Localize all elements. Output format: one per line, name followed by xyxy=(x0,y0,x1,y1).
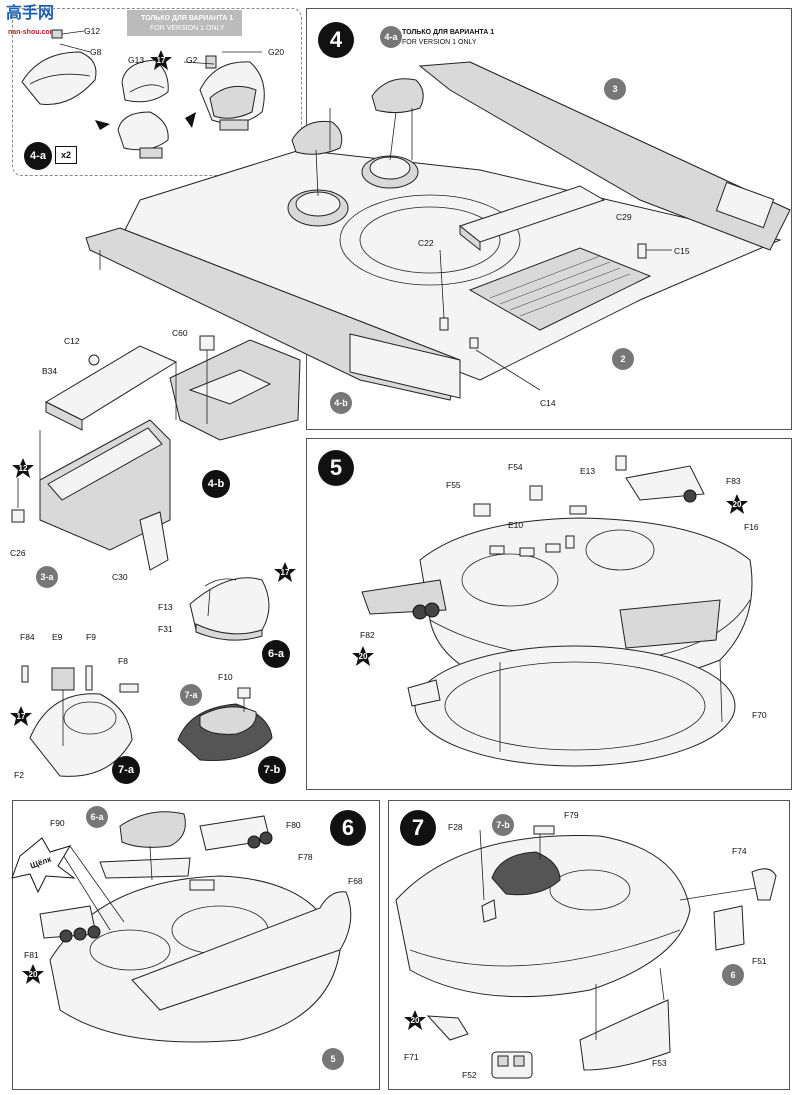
ref-3: 3 xyxy=(604,78,626,100)
part-c30: C30 xyxy=(112,572,128,582)
part-e13: E13 xyxy=(580,466,596,476)
part-f78: F78 xyxy=(298,852,313,862)
watermark-url: nan-shou.com xyxy=(8,29,56,36)
step-4b-label: 4-b xyxy=(202,470,230,498)
step-4-note-ru: ТОЛЬКО ДЛЯ ВАРИАНТА 1 xyxy=(402,29,495,36)
part-c12: C12 xyxy=(64,336,80,346)
variant-tab xyxy=(127,10,242,36)
paint-17c-icon: 17 xyxy=(10,706,32,726)
ref-6: 6 xyxy=(722,964,744,986)
variant-note-en: FOR VERSION 1 ONLY xyxy=(150,25,225,32)
part-c60: C60 xyxy=(172,328,188,338)
part-f79: F79 xyxy=(564,810,579,820)
part-f8: F8 xyxy=(118,656,128,666)
part-g20: G20 xyxy=(268,47,285,57)
part-g12: G12 xyxy=(84,26,101,36)
paint-17b-icon: 17 xyxy=(274,562,296,582)
part-f83: F83 xyxy=(726,476,741,486)
ref-6a: 6-a xyxy=(86,806,108,828)
part-c14: C14 xyxy=(540,398,556,408)
part-f9: F9 xyxy=(86,632,96,642)
part-c22: C22 xyxy=(418,238,434,248)
part-f90: F90 xyxy=(50,818,65,828)
part-g13: G13 xyxy=(128,55,145,65)
step-4a-box xyxy=(12,8,302,176)
paint-20a-icon: 20 xyxy=(726,494,748,514)
step-7b-label: 7-b xyxy=(258,756,286,784)
step-4-number: 4 xyxy=(318,22,354,58)
part-f53: F53 xyxy=(652,1058,667,1068)
ref-4b: 4-b xyxy=(330,392,352,414)
part-f82: F82 xyxy=(360,630,375,640)
part-f52: F52 xyxy=(462,1070,477,1080)
step-5-number: 5 xyxy=(318,450,354,486)
paint-17-icon: 17 xyxy=(150,50,172,70)
part-g8: G8 xyxy=(90,47,102,57)
multiplier-badge: x2 xyxy=(55,146,77,164)
part-f51: F51 xyxy=(752,956,767,966)
part-c15: C15 xyxy=(674,246,690,256)
part-f81: F81 xyxy=(24,950,39,960)
paint-12-icon: 12 xyxy=(12,458,34,478)
part-f80: F80 xyxy=(286,820,301,830)
step-7a-label: 7-a xyxy=(112,756,140,784)
part-f55: F55 xyxy=(446,480,461,490)
paint-20b-icon: 20 xyxy=(352,646,374,666)
part-f54: F54 xyxy=(508,462,523,472)
part-e9: E9 xyxy=(52,632,63,642)
ref-7b: 7-b xyxy=(492,814,514,836)
part-f16: F16 xyxy=(744,522,759,532)
part-f10: F10 xyxy=(218,672,233,682)
ref-3a: 3-a xyxy=(36,566,58,588)
step-6-number: 6 xyxy=(330,810,366,846)
part-f74: F74 xyxy=(732,846,747,856)
step-6a-label: 6-a xyxy=(262,640,290,668)
ref-2: 2 xyxy=(612,348,634,370)
paint-20c-icon: 20 xyxy=(22,964,44,984)
part-f68: F68 xyxy=(348,876,363,886)
part-e10: E10 xyxy=(508,520,524,530)
part-f2: F2 xyxy=(14,770,24,780)
part-f28: F28 xyxy=(448,822,463,832)
paint-20d-icon: 20 xyxy=(404,1010,426,1030)
part-b34: B34 xyxy=(42,366,58,376)
step-4-note-en: FOR VERSION 1 ONLY xyxy=(402,39,477,46)
part-f71: F71 xyxy=(404,1052,419,1062)
step-4a-label: 4-a xyxy=(24,142,52,170)
part-g2: G2 xyxy=(186,55,198,65)
part-f70: F70 xyxy=(752,710,767,720)
part-f84: F84 xyxy=(20,632,35,642)
part-f31: F31 xyxy=(158,624,173,634)
variant-note-ru: ТОЛЬКО ДЛЯ ВАРИАНТА 1 xyxy=(141,15,234,22)
part-c26: C26 xyxy=(10,548,26,558)
ref-7a: 7-a xyxy=(180,684,202,706)
ref-4a: 4-a xyxy=(380,26,402,48)
part-c29: C29 xyxy=(616,212,632,222)
step-7-number: 7 xyxy=(400,810,436,846)
part-f13: F13 xyxy=(158,602,173,612)
ref-5: 5 xyxy=(322,1048,344,1070)
